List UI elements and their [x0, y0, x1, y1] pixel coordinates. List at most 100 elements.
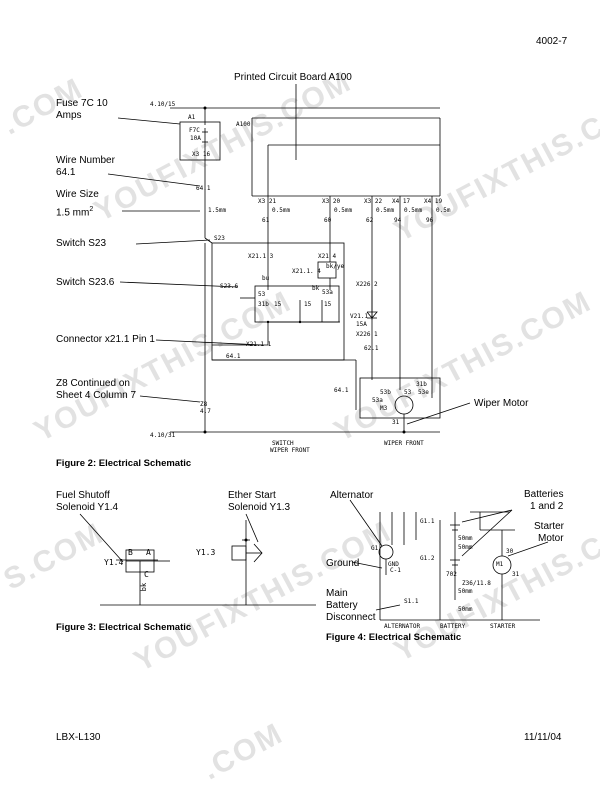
- callout-batteries-2: 1 and 2: [530, 501, 564, 512]
- callout-ether-1: Ether Start: [228, 490, 276, 501]
- m-31: 31: [392, 419, 400, 426]
- x21-4-label: X21 4: [318, 253, 336, 260]
- wire-96: 96: [426, 217, 434, 224]
- wiper-front: WIPER FRONT: [384, 440, 424, 447]
- wire-64-1-b: 64.1: [226, 353, 241, 360]
- wire-94: 94: [394, 217, 402, 224]
- col-alternator: ALTERNATOR: [384, 623, 421, 630]
- callout-wiper-motor: Wiper Motor: [474, 398, 529, 409]
- figure-3-caption: Figure 3: Electrical Schematic: [56, 622, 192, 633]
- term-15-c: 15: [324, 301, 332, 308]
- x21-1-label: X21.1 1: [246, 341, 272, 348]
- wire-64-1-c: 64.1: [334, 387, 349, 394]
- m-53b: 53b: [380, 389, 391, 396]
- col-battery: BATTERY: [440, 623, 466, 630]
- c1-label: C-1: [390, 567, 401, 574]
- wire-05-a: 0.5mm: [272, 207, 290, 214]
- g11-label: G1.1: [420, 518, 435, 525]
- t31-label: 31: [512, 571, 520, 578]
- term-15-a: 15: [274, 301, 282, 308]
- m1-label: M1: [496, 561, 504, 568]
- callout-wire-size-1: Wire Size: [56, 189, 99, 200]
- wire-64-1: 64.1: [196, 185, 211, 192]
- callout-ground: Ground: [326, 558, 360, 569]
- c-label: C: [144, 570, 149, 579]
- callout-mbd-2: Battery: [326, 600, 358, 611]
- w702-label: 702: [446, 571, 457, 578]
- wire-05-e: 0.5m: [436, 207, 451, 214]
- g1-label: G1: [371, 545, 379, 552]
- y14-label: Y1.4: [104, 558, 124, 567]
- callout-fuel-2: Solenoid Y1.4: [56, 502, 119, 513]
- callout-z8-1: Z8 Continued on: [56, 378, 130, 389]
- z8-col: 4.7: [200, 408, 211, 415]
- callout-wire-number-1: Wire Number: [56, 155, 115, 166]
- z36-label: Z36/11.8: [462, 580, 491, 587]
- w50-d: 50mm: [458, 606, 473, 613]
- x3-22-label: X3 22: [364, 198, 382, 205]
- f7c-rating: 10A: [190, 135, 201, 142]
- callout-switch-s23: Switch S23: [56, 238, 107, 249]
- callout-fuel-1: Fuel Shutoff: [56, 490, 110, 501]
- footer-model: LBX-L130: [56, 732, 101, 743]
- term-15-b: 15: [304, 301, 312, 308]
- x226-2-label: X226 2: [356, 281, 378, 288]
- figure-2-caption: Figure 2: Electrical Schematic: [56, 458, 192, 469]
- x3-20-label: X3 20: [322, 198, 340, 205]
- callout-wire-number-2: 64.1: [56, 167, 76, 178]
- ref-top: 4.10/15: [150, 101, 176, 108]
- a1-label: A1: [188, 114, 196, 121]
- x226-1-label: X226 1: [356, 331, 378, 338]
- switch-front-1: SWITCH: [272, 440, 294, 447]
- w50-b: 50mm: [458, 544, 473, 551]
- x4-17-label: X4 17: [392, 198, 410, 205]
- callout-mbd-1: Main: [326, 588, 348, 599]
- b-label: B: [128, 548, 133, 557]
- gnd-label: GND: [388, 561, 399, 568]
- m-53e: 53e: [418, 389, 429, 396]
- z8-label: Z8: [200, 401, 208, 408]
- g12-label: G1.2: [420, 555, 435, 562]
- callout-z8-2: Sheet 4 Column 7: [56, 390, 137, 401]
- callout-fuse-1: Fuse 7C 10: [56, 98, 108, 109]
- x4-19-label: X4 19: [424, 198, 442, 205]
- wire-61: 61: [262, 217, 270, 224]
- term-31b: 31b: [258, 301, 269, 308]
- callout-connector: Connector x21.1 Pin 1: [56, 334, 155, 345]
- callout-mbd-3: Disconnect: [326, 612, 376, 623]
- wire-size-sup: 2: [89, 206, 94, 213]
- wire-60: 60: [324, 217, 332, 224]
- x3-21-label: X3 21: [258, 198, 276, 205]
- callout-fuse-2: Amps: [56, 110, 82, 121]
- s23-label: S23: [214, 235, 225, 242]
- bkye-label: bk/ye: [326, 263, 344, 270]
- a100-label: A100: [236, 121, 251, 128]
- x21-4b-label: X21.1. 4: [292, 268, 321, 275]
- v21-1-label: V21.1: [350, 313, 368, 320]
- switch-front-2: WIPER FRONT: [270, 447, 310, 454]
- m-53: 53: [404, 389, 412, 396]
- callout-starter-2: Motor: [538, 533, 564, 544]
- w50-c: 50mm: [458, 588, 473, 595]
- col-starter: STARTER: [490, 623, 516, 630]
- callout-wire-size-2: 1.5 mm2: [56, 204, 93, 219]
- a-label: A: [146, 548, 151, 557]
- x21-3-label: X21.1 3: [248, 253, 274, 260]
- m-31b: 31b: [416, 381, 427, 388]
- wire-05-c: 0.5mm: [376, 207, 394, 214]
- wire-05-b: 0.5mm: [334, 207, 352, 214]
- s11-label: S1.1: [404, 598, 419, 605]
- ref-bottom: 4.10/31: [150, 432, 176, 439]
- m-53a: 53a: [372, 397, 383, 404]
- s23-6-label: S23.6: [220, 283, 238, 290]
- page-number: 4002-7: [536, 36, 568, 47]
- bu-label: bu: [262, 275, 270, 282]
- term-53: 53: [258, 291, 266, 298]
- v21-1-rating: 15A: [356, 321, 367, 328]
- wire-size-value: 1.5 mm: [56, 207, 90, 219]
- callout-starter-1: Starter: [534, 521, 565, 532]
- figure-4-caption: Figure 4: Electrical Schematic: [326, 632, 462, 643]
- term-53a: 53a: [322, 289, 333, 296]
